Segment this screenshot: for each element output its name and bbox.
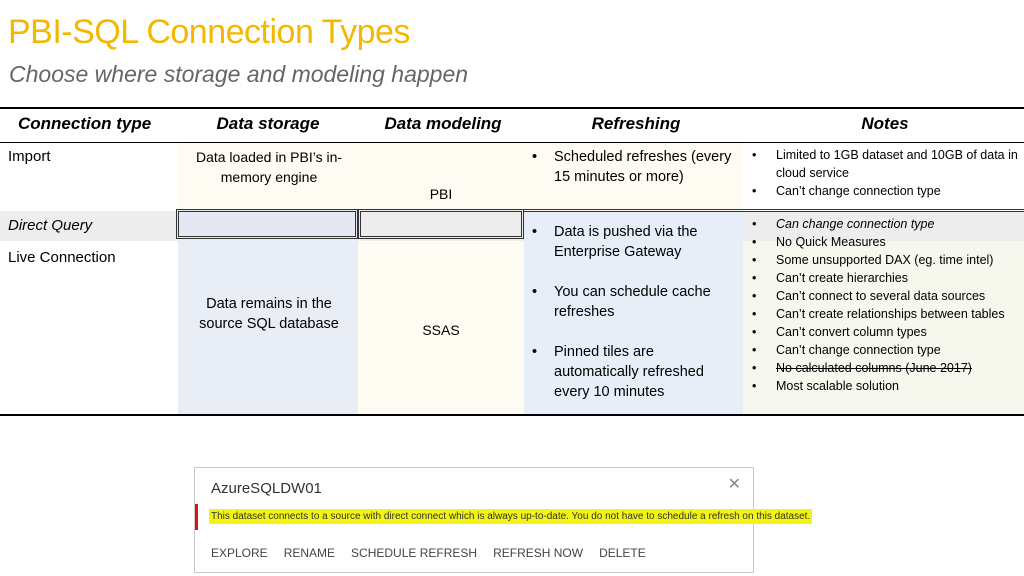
note-item-strikethrough: No calculated columns (June 2017): [750, 359, 1020, 377]
direct-divider: [524, 209, 1024, 212]
note-item: Can’t create hierarchies: [750, 269, 1020, 287]
direct-merge-box-storage: [176, 209, 358, 239]
row-import-notes: Limited to 1GB dataset and 10GB of data …: [750, 146, 1020, 200]
refresh-now-button[interactable]: REFRESH NOW: [493, 546, 584, 560]
row-live-modeling: SSAS: [422, 322, 460, 338]
note-item: Can’t change connection type: [750, 341, 1020, 359]
alert-bar: [195, 504, 198, 530]
dialog-actions: EXPLORE RENAME SCHEDULE REFRESH REFRESH …: [211, 546, 646, 560]
header-connection-type: Connection type: [18, 114, 152, 133]
table-bottom-border: [0, 414, 1024, 416]
row-direct-type: Direct Query: [8, 217, 93, 234]
header-data-modeling: Data modeling: [384, 114, 502, 133]
refresh-item: You can schedule cache refreshes: [530, 282, 738, 322]
header-data-storage: Data storage: [216, 114, 320, 133]
note-item: Some unsupported DAX (eg. time intel): [750, 251, 1020, 269]
note-item: Most scalable solution: [750, 377, 1020, 395]
schedule-refresh-button[interactable]: SCHEDULE REFRESH: [351, 546, 478, 560]
modeling-bg: [358, 241, 524, 415]
rename-button[interactable]: RENAME: [283, 546, 336, 560]
header-notes: Notes: [861, 114, 909, 133]
page-subtitle: Choose where storage and modeling happen: [9, 61, 469, 87]
header-refreshing: Refreshing: [591, 114, 681, 133]
import-storage-bg: [178, 143, 358, 211]
dialog-message: This dataset connects to a source with d…: [209, 509, 813, 524]
row-import-modeling: PBI: [429, 186, 453, 202]
refresh-item: Scheduled refreshes (every 15 minutes or…: [530, 147, 738, 187]
page-title: PBI-SQL Connection Types: [8, 13, 410, 51]
table-top-border: [0, 107, 1024, 109]
row-live-type: Live Connection: [8, 249, 116, 266]
explore-button[interactable]: EXPLORE: [211, 546, 268, 560]
row-live-notes: Can change connection type No Quick Meas…: [750, 215, 1020, 395]
note-item: Limited to 1GB dataset and 10GB of data …: [750, 146, 1020, 182]
header-bottom-border: [0, 142, 1024, 143]
row-import-type: Import: [8, 148, 51, 165]
delete-button[interactable]: DELETE: [599, 546, 646, 560]
row-live-storage: Data remains in the source SQL database: [199, 296, 339, 332]
note-item: Can’t connect to several data sources: [750, 287, 1020, 305]
dataset-dialog: AzureSQLDW01 ✕ This dataset connects to …: [194, 467, 813, 573]
note-item: Can change connection type: [750, 215, 1020, 233]
note-item: Can’t change connection type: [750, 182, 1020, 200]
direct-merge-box-modeling: [358, 209, 524, 239]
storage-bg: [178, 211, 358, 415]
refresh-item: Data is pushed via the Enterprise Gatewa…: [530, 222, 738, 262]
modeling-bg-import: [358, 143, 524, 211]
note-item: Can’t convert column types: [750, 323, 1020, 341]
row-import-storage: Data loaded in PBI’s in-memory engine: [195, 149, 343, 185]
dialog-title: AzureSQLDW01: [211, 480, 322, 497]
row-live-refreshing: Data is pushed via the Enterprise Gatewa…: [530, 222, 738, 402]
row-import-refreshing: Scheduled refreshes (every 15 minutes or…: [530, 147, 738, 187]
refresh-item: Pinned tiles are automatically refreshed…: [530, 342, 738, 402]
close-icon[interactable]: ✕: [727, 476, 741, 493]
note-item: No Quick Measures: [750, 233, 1020, 251]
note-item: Can’t create relationships between table…: [750, 305, 1020, 323]
